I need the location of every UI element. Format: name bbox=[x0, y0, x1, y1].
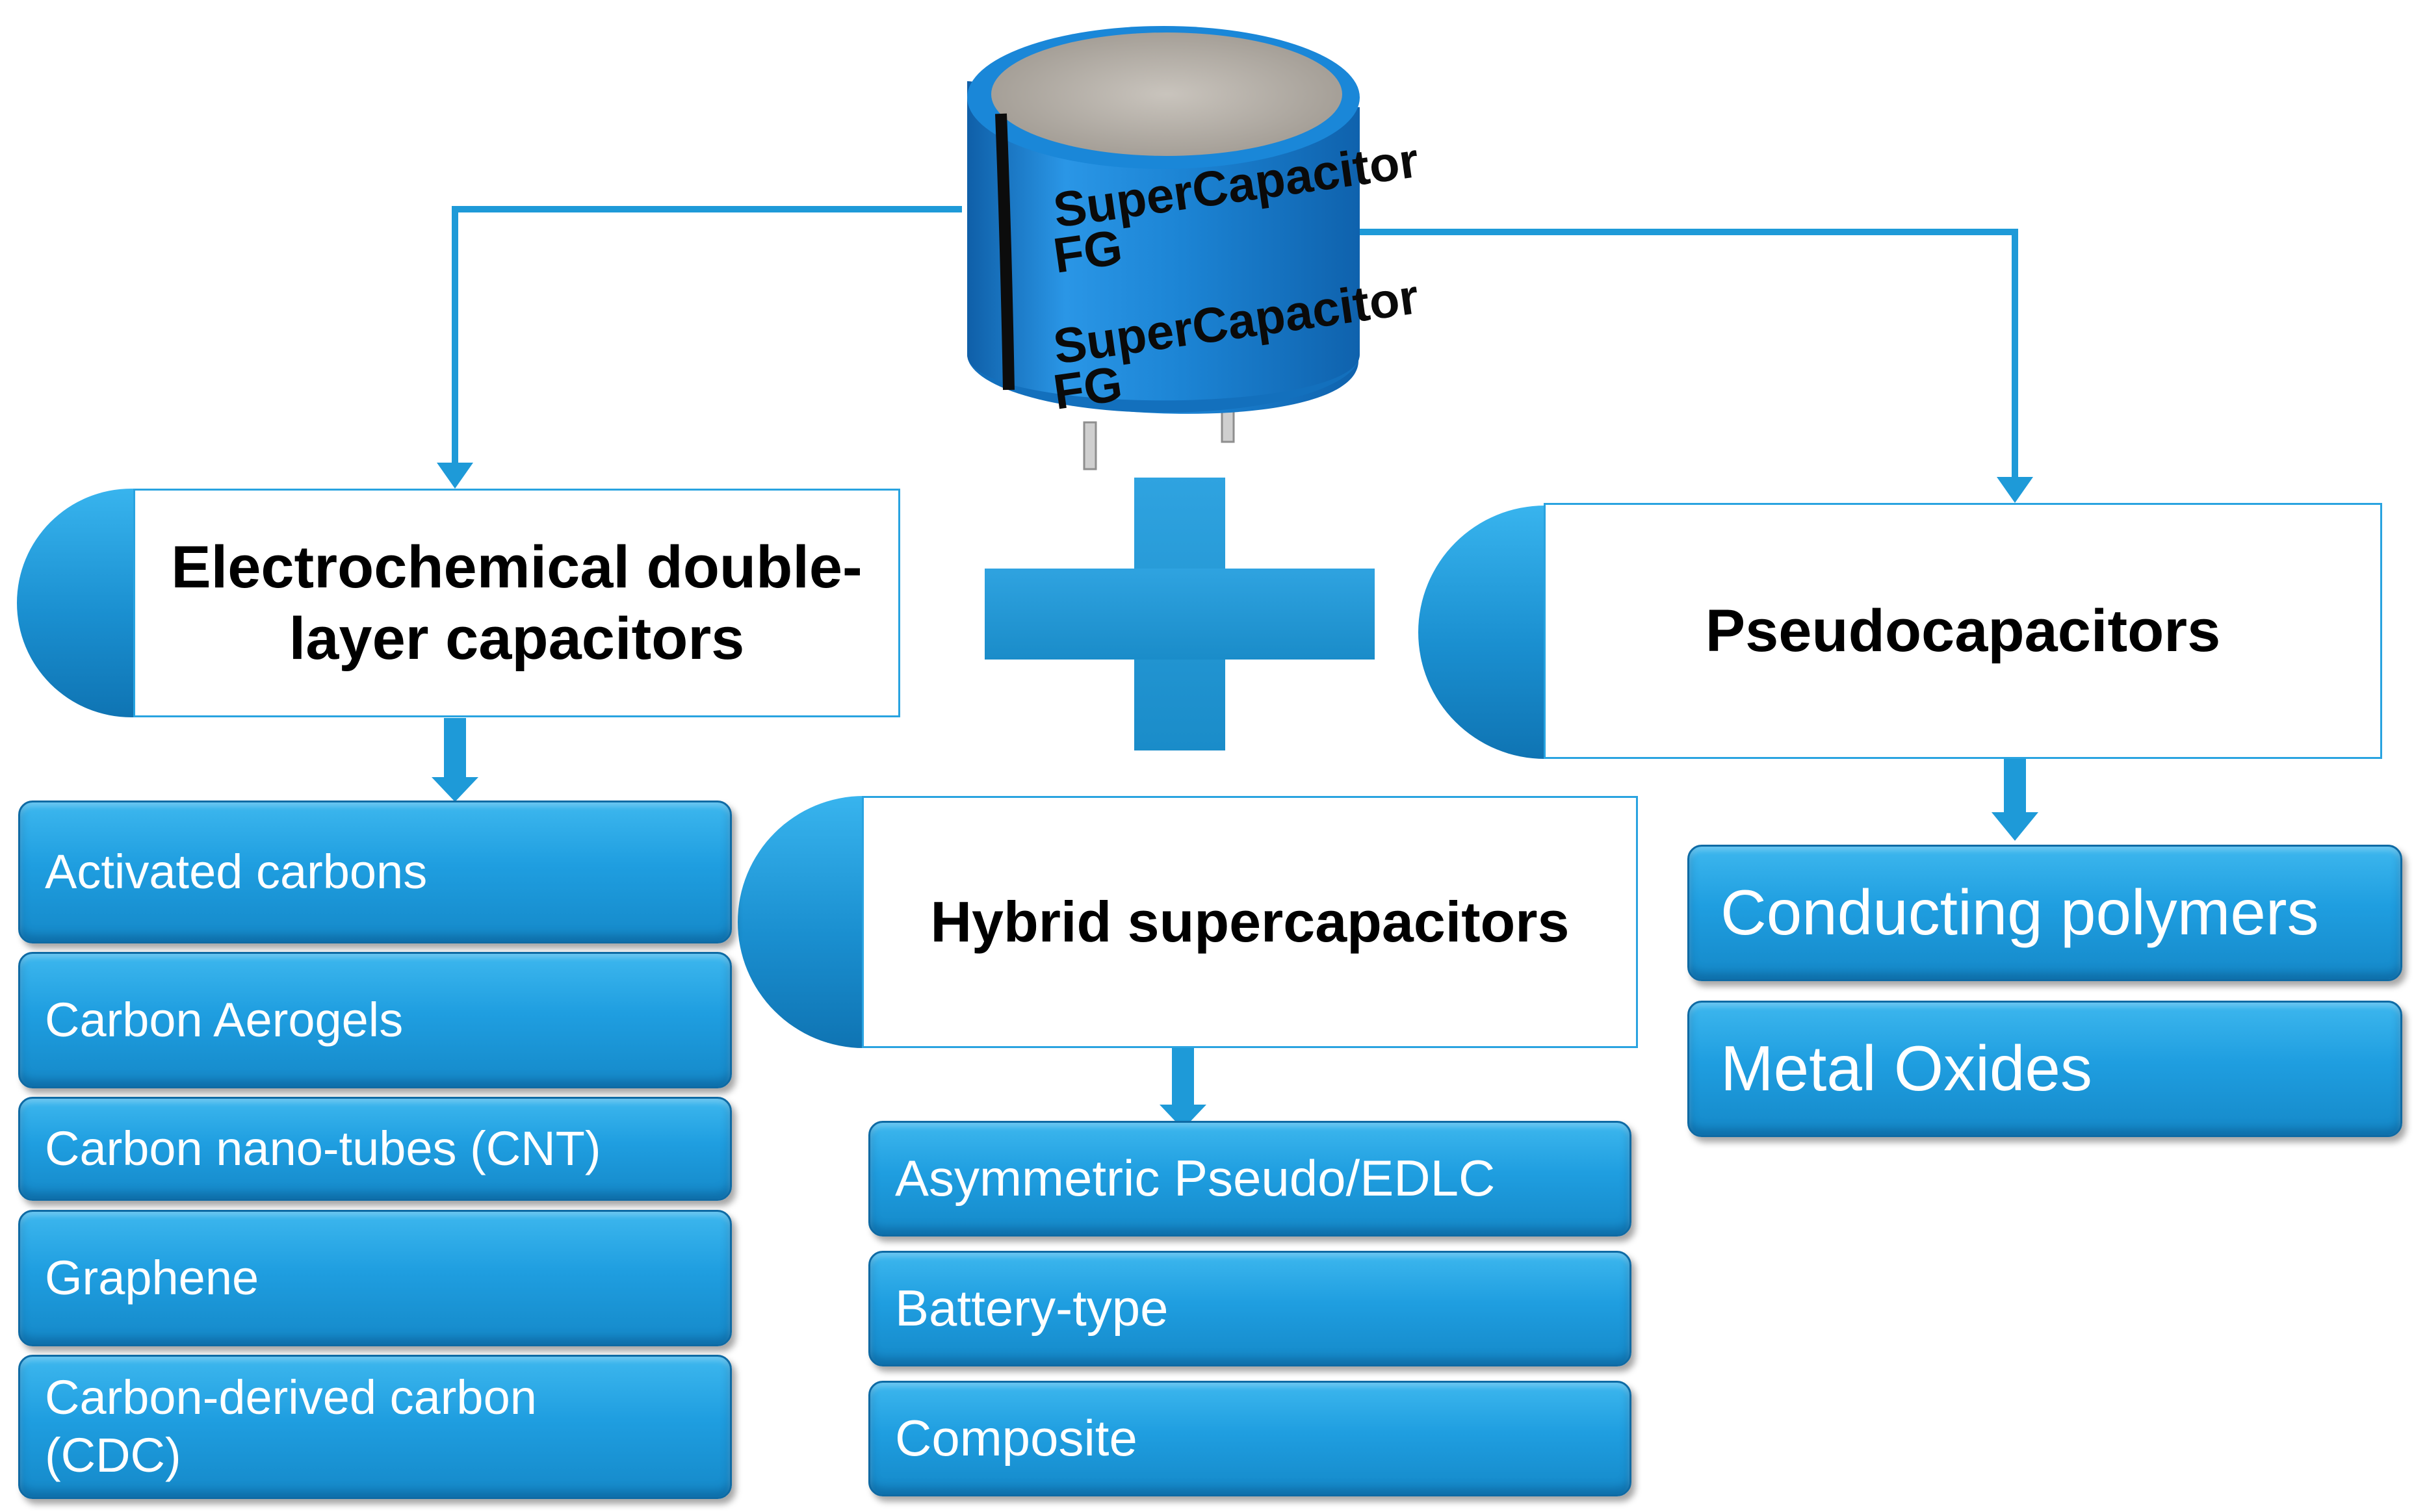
edlc-item-cnt: Carbon nano-tubes (CNT) bbox=[18, 1097, 732, 1201]
plus-icon bbox=[985, 478, 1375, 750]
edlc-box: Electrochemical double-layer capacitors bbox=[133, 489, 900, 717]
pseudo-title: Pseudocapacitors bbox=[1705, 597, 2221, 664]
hybrid-item-asymmetric: Asymmetric Pseudo/EDLC bbox=[868, 1121, 1631, 1237]
connector-to-edlc bbox=[452, 206, 962, 468]
arrow-hybrid-head bbox=[1160, 1105, 1206, 1129]
pseudo-box: Pseudocapacitors bbox=[1544, 503, 2382, 759]
edlc-item-carbon-aerogels: Carbon Aerogels bbox=[18, 952, 732, 1088]
arrow-pseudo-shaft bbox=[2004, 757, 2026, 815]
hybrid-item-composite: Composite bbox=[868, 1381, 1631, 1496]
hybrid-title: Hybrid supercapacitors bbox=[930, 890, 1570, 955]
edlc-item-graphene: Graphene bbox=[18, 1210, 732, 1346]
edlc-item-activated-carbons: Activated carbons bbox=[18, 801, 732, 943]
connector-to-pseudo bbox=[1352, 229, 2018, 481]
pseudo-item-conducting-polymers: Conducting polymers bbox=[1687, 845, 2402, 981]
supercapacitor-image: SuperCapacitor FG SuperCapacitor FG bbox=[967, 26, 1422, 470]
hybrid-box: Hybrid supercapacitors bbox=[862, 796, 1638, 1048]
edlc-title: Electrochemical double-layer capacitors bbox=[171, 533, 863, 672]
arrow-edlc-shaft bbox=[444, 718, 466, 783]
pseudo-item-metal-oxides: Metal Oxides bbox=[1687, 1001, 2402, 1137]
hybrid-item-battery-type: Battery-type bbox=[868, 1251, 1631, 1366]
arrow-hybrid-shaft bbox=[1172, 1046, 1194, 1111]
arrowhead-pseudo bbox=[1997, 477, 2033, 503]
arrow-pseudo-head bbox=[1992, 812, 2038, 841]
edlc-item-cdc: Carbon-derived carbon (CDC) bbox=[18, 1355, 732, 1499]
capacitor-label-4: FG bbox=[1050, 356, 1126, 420]
arrow-edlc-head bbox=[432, 777, 478, 802]
capacitor-label-2: FG bbox=[1050, 220, 1126, 284]
arrowhead-edlc bbox=[437, 463, 473, 489]
